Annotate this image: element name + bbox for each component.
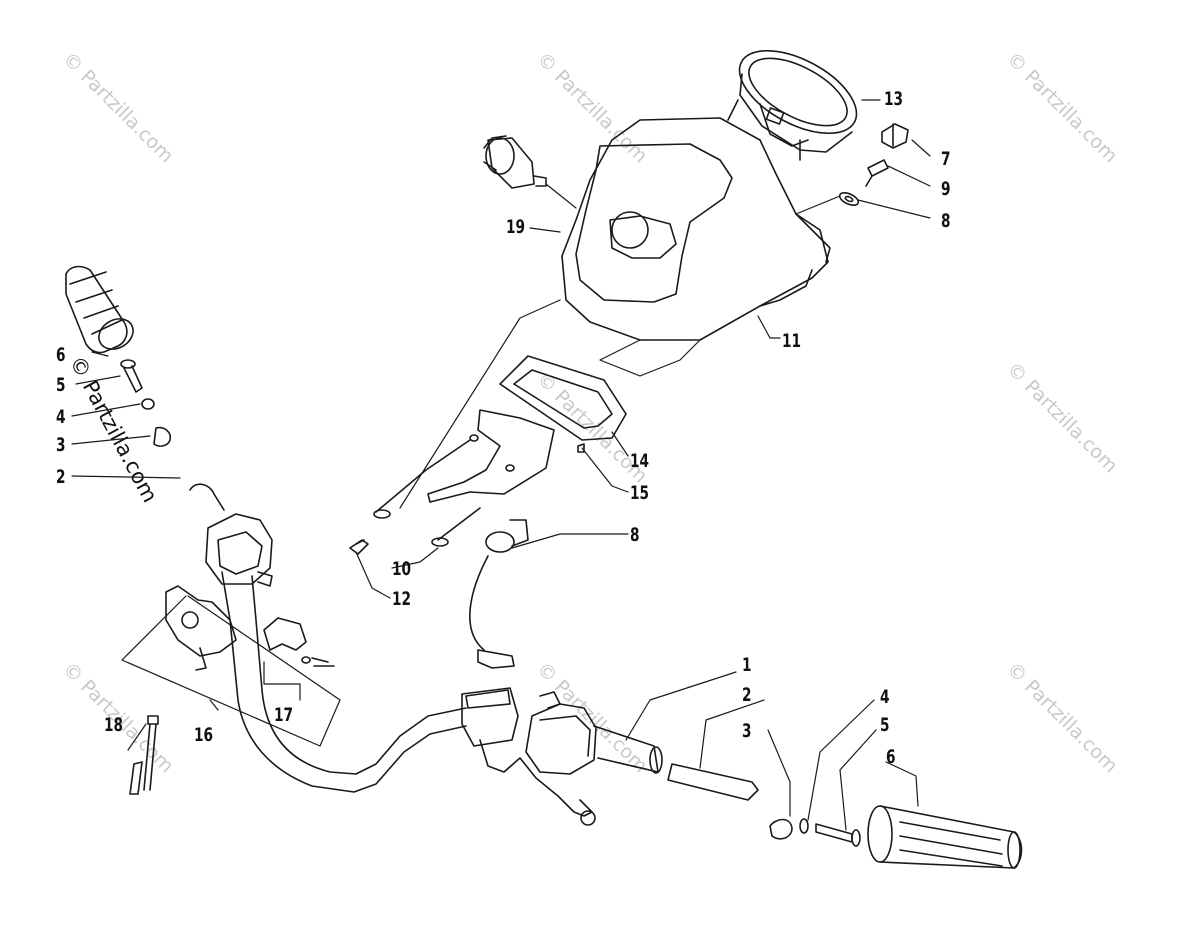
left-washer-part-4 [141,398,155,410]
grip-sleeve-part-2 [667,763,759,801]
callout-11: 11 [782,330,802,352]
screw-part-9 [865,159,889,187]
callout-8: 8 [630,524,640,546]
callout-2: 2 [56,466,66,488]
right-switch-housing [525,703,597,775]
callout-7: 7 [941,148,951,170]
callout-6: 6 [886,746,896,768]
nut-part-8 [838,192,860,206]
callout-3: 3 [56,434,66,456]
left-nut-part-3 [153,426,172,447]
callout-4: 4 [56,406,66,428]
callout-5: 5 [880,714,890,736]
clip-part-15 [577,443,585,453]
socket-part-19 [483,135,547,189]
callout-5: 5 [56,374,66,396]
callout-9: 9 [941,178,951,200]
switch-part-8 [469,519,529,669]
callout-13: 13 [884,88,904,110]
callout-18: 18 [104,714,124,736]
lens-part-14 [499,355,627,441]
cable-part-18 [129,715,159,795]
callout-2: 2 [742,684,752,706]
callout-1: 1 [742,654,752,676]
callout-3: 3 [742,720,752,742]
callout-14: 14 [630,450,650,472]
bracket-part-10 [373,409,555,547]
callout-19: 19 [506,216,526,238]
pod-cover-part-11 [561,117,831,341]
gauge-part-13 [727,49,858,161]
right-nut-part-3 [769,818,793,840]
callout-17: 17 [274,704,294,726]
throttle-tube-part-1 [593,725,663,774]
callout-10: 10 [392,558,412,580]
left-grip-part-6 [65,265,134,354]
right-grip-part-6 [867,805,1023,869]
callout-8: 8 [941,210,951,232]
callout-4: 4 [880,686,890,708]
screw-part-12 [349,539,369,555]
right-washer-part-4 [799,818,809,834]
callout-12: 12 [392,588,412,610]
handlebar-part-16 [189,483,467,793]
callout-15: 15 [630,482,650,504]
knob-part-7 [881,123,909,149]
clamp-part-17 [263,617,335,667]
left-bolt-part-5 [120,359,143,393]
throttle-assembly [165,585,237,671]
callout-6: 6 [56,344,66,366]
left-switch-housing [205,513,273,587]
callout-16: 16 [194,724,214,746]
right-bolt-part-5 [815,823,861,847]
group-lines [121,183,841,747]
leader-lines [71,99,931,831]
